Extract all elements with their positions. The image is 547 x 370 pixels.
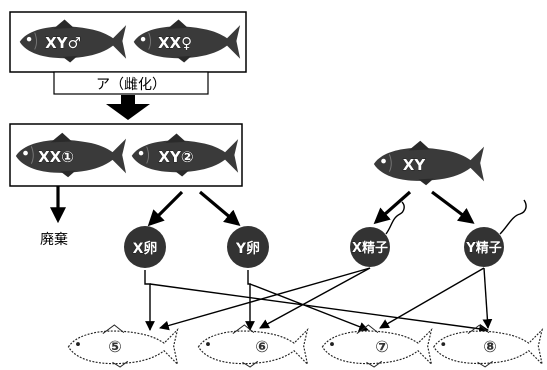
top-box: XY♂ XX♀: [9, 11, 247, 73]
process-label-frame: [53, 71, 209, 95]
middle-fish-2-label: XY②: [158, 148, 193, 166]
x-egg-shape: [124, 226, 166, 268]
process-label-box: ア（雌化）: [53, 71, 209, 95]
top-fish-1-label: XY♂: [45, 34, 81, 52]
cross-lines: [144, 267, 493, 334]
process-label: ア（雌化）: [96, 77, 166, 93]
line-ysperm-to-7: [379, 267, 485, 329]
offspring-6-label: ⑥: [255, 337, 269, 356]
middle-box: XX① XY②: [9, 123, 243, 187]
top-fish-2-label: XX♀: [158, 34, 192, 52]
middle-fish-1-label: XX①: [38, 148, 74, 166]
top-fish-2: XX♀: [133, 19, 241, 63]
offspring-7: ⑦: [321, 324, 433, 368]
offspring-5-label: ⑤: [108, 337, 122, 356]
middle-fish-1: XX①: [15, 132, 127, 178]
line-xegg-to-8: [149, 283, 489, 334]
external-fish: XY: [373, 140, 485, 186]
top-fish-1: XY♂: [19, 19, 127, 63]
offspring-5: ⑤: [67, 324, 179, 368]
line-yegg-to-7: [249, 283, 369, 332]
y-sperm-head: [464, 227, 504, 267]
middle-box-frame: [9, 123, 243, 187]
line-xsperm-to-5: [159, 267, 371, 331]
discard-label: 廃棄: [40, 231, 68, 248]
y-sperm-tail: [499, 199, 527, 235]
y-egg-shape: [227, 226, 269, 268]
offspring-8-label: ⑧: [483, 337, 497, 356]
middle-fish-2: XY②: [131, 133, 239, 177]
gamete-x-egg: X卵: [124, 226, 166, 268]
process-arrow: [106, 95, 150, 120]
arrow-xy-to-xsperm: [373, 190, 412, 225]
line-yegg-to-6: [245, 270, 255, 331]
gamete-y-sperm: Y精子: [464, 199, 527, 267]
offspring-7-label: ⑦: [375, 337, 389, 356]
x-egg-label: X卵: [133, 240, 158, 257]
line-ysperm-to-8: [482, 267, 493, 329]
gamete-x-sperm: X精子: [350, 201, 405, 267]
x-sperm-head: [350, 227, 390, 267]
line-xegg-to-5: [144, 270, 155, 331]
arrow-xy2-to-yegg: [198, 190, 241, 227]
offspring-8: ⑧: [433, 324, 543, 368]
y-sperm-label: Y精子: [465, 240, 501, 256]
x-sperm-label: X精子: [352, 240, 388, 256]
line-xsperm-to-6: [259, 267, 371, 329]
external-fish-label: XY: [403, 156, 427, 174]
arrow-xy-to-ysperm: [431, 190, 475, 224]
arrow-xy2-to-xegg: [147, 190, 184, 227]
gamete-y-egg: Y卵: [227, 226, 269, 268]
y-egg-label: Y卵: [235, 240, 260, 257]
x-sperm-tail: [385, 201, 405, 235]
offspring-6: ⑥: [197, 324, 309, 368]
